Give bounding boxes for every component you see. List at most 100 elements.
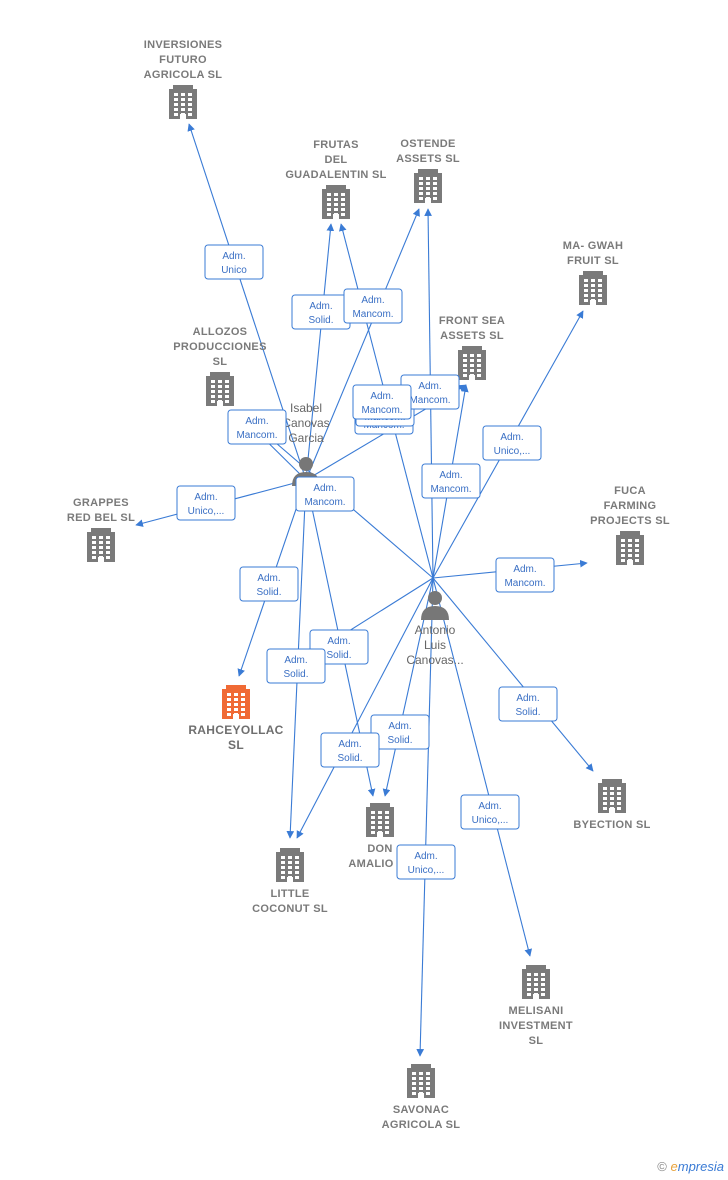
role-label-antonio-allozos[interactable]: Adm.Mancom. — [352, 384, 412, 420]
building-window — [433, 197, 437, 200]
building-icon[interactable] — [598, 779, 626, 813]
building-icon[interactable] — [458, 346, 486, 380]
building-window — [470, 354, 474, 357]
building-window — [419, 192, 423, 195]
building-icon[interactable] — [414, 169, 442, 203]
role-label-isabel-inversiones[interactable]: Adm.Unico — [204, 244, 264, 280]
building-window — [635, 539, 639, 542]
company-label-line: INVERSIONES — [144, 39, 223, 51]
role-label-antonio-ostende[interactable]: Adm.Mancom. — [400, 374, 460, 410]
role-label-isabel-frutas[interactable]: Adm.Solid. — [291, 294, 351, 330]
building-icon[interactable] — [169, 85, 197, 119]
building-icon[interactable] — [322, 185, 350, 219]
building-window — [188, 98, 192, 101]
company-label-line: INVESTMENT — [499, 1020, 573, 1032]
company-label-line: AGRICOLA SL — [144, 69, 223, 81]
role-box — [343, 288, 403, 324]
company-node-byection[interactable]: BYECTION SL — [573, 779, 650, 831]
building-icon[interactable] — [407, 1064, 435, 1098]
role-label-antonio-melisani[interactable]: Adm.Unico,... — [460, 794, 520, 830]
building-icon[interactable] — [222, 685, 250, 719]
role-label-antonio-savonac[interactable]: Adm.Unico,... — [396, 844, 456, 880]
building-window — [470, 369, 474, 372]
role-label-antonio-byection[interactable]: Adm.Solid. — [498, 686, 558, 722]
role-label-antonio-little[interactable]: Adm.Solid. — [320, 732, 380, 768]
building-window — [603, 802, 607, 805]
building-window — [635, 549, 639, 552]
building-door — [287, 877, 293, 882]
building-icon[interactable] — [87, 528, 115, 562]
building-roof — [411, 1064, 431, 1070]
building-window — [527, 978, 531, 981]
building-roof — [326, 185, 346, 191]
building-window — [426, 192, 430, 195]
role-label-antonio-magwah[interactable]: Adm.Unico,... — [482, 425, 542, 461]
company-label-line: ASSETS SL — [396, 153, 460, 165]
company-label-line: PRODUCCIONES — [173, 341, 266, 353]
role-text-line: Adm. — [222, 251, 245, 262]
building-window — [378, 826, 382, 829]
building-icon[interactable] — [522, 965, 550, 999]
role-label-isabel-rahceyollac[interactable]: Adm.Solid. — [239, 566, 299, 602]
role-box — [227, 409, 287, 445]
role-label-antonio-frontsea[interactable]: Adm.Mancom. — [421, 463, 481, 499]
building-window — [211, 390, 215, 393]
building-window — [534, 978, 538, 981]
company-label-line: PROJECTS SL — [590, 515, 670, 527]
building-icon[interactable] — [276, 848, 304, 882]
building-window — [463, 354, 467, 357]
building-window — [281, 871, 285, 874]
building-window — [621, 544, 625, 547]
building-window — [534, 988, 538, 991]
role-label-antonio-rahceyollac[interactable]: Adm.Solid. — [266, 648, 326, 684]
company-label-line: FRUTAS — [313, 139, 359, 151]
building-window — [426, 1087, 430, 1090]
role-label-isabel-ostende[interactable]: Adm.Mancom. — [343, 288, 403, 324]
person-head — [299, 457, 313, 471]
building-icon[interactable] — [616, 531, 644, 565]
role-label-isabel-little[interactable]: Adm.Mancom. — [295, 476, 355, 512]
building-icon[interactable] — [366, 803, 394, 837]
building-window — [227, 713, 231, 716]
company-label-line: LITTLE — [270, 888, 309, 900]
person-node-antonio[interactable]: AntonioLuisCanovas... — [406, 591, 464, 667]
company-label-line: SL — [228, 738, 244, 752]
building-window — [603, 797, 607, 800]
building-roof — [418, 169, 438, 175]
building-window — [288, 856, 292, 859]
role-label-isabel-grappes[interactable]: Adm.Unico,... — [176, 485, 236, 521]
building-icon[interactable] — [206, 372, 234, 406]
role-label-antonio-fuca[interactable]: Adm.Mancom. — [495, 557, 555, 593]
building-window — [419, 177, 423, 180]
person-icon[interactable] — [421, 591, 449, 620]
brand-logo[interactable]: empresia — [671, 1159, 724, 1174]
building-window — [295, 861, 299, 864]
role-label-antonio-don[interactable]: Adm.Solid. — [370, 714, 430, 750]
building-window — [227, 708, 231, 711]
role-text-line: Unico,... — [408, 865, 445, 876]
building-window — [610, 792, 614, 795]
building-icon[interactable] — [579, 271, 607, 305]
building-roof — [226, 685, 246, 691]
building-window — [591, 279, 595, 282]
building-window — [412, 1072, 416, 1075]
building-window — [628, 554, 632, 557]
building-window — [241, 693, 245, 696]
role-label-isabel-allozos[interactable]: Adm.Mancom. — [227, 409, 287, 445]
building-window — [603, 807, 607, 810]
role-box — [295, 476, 355, 512]
